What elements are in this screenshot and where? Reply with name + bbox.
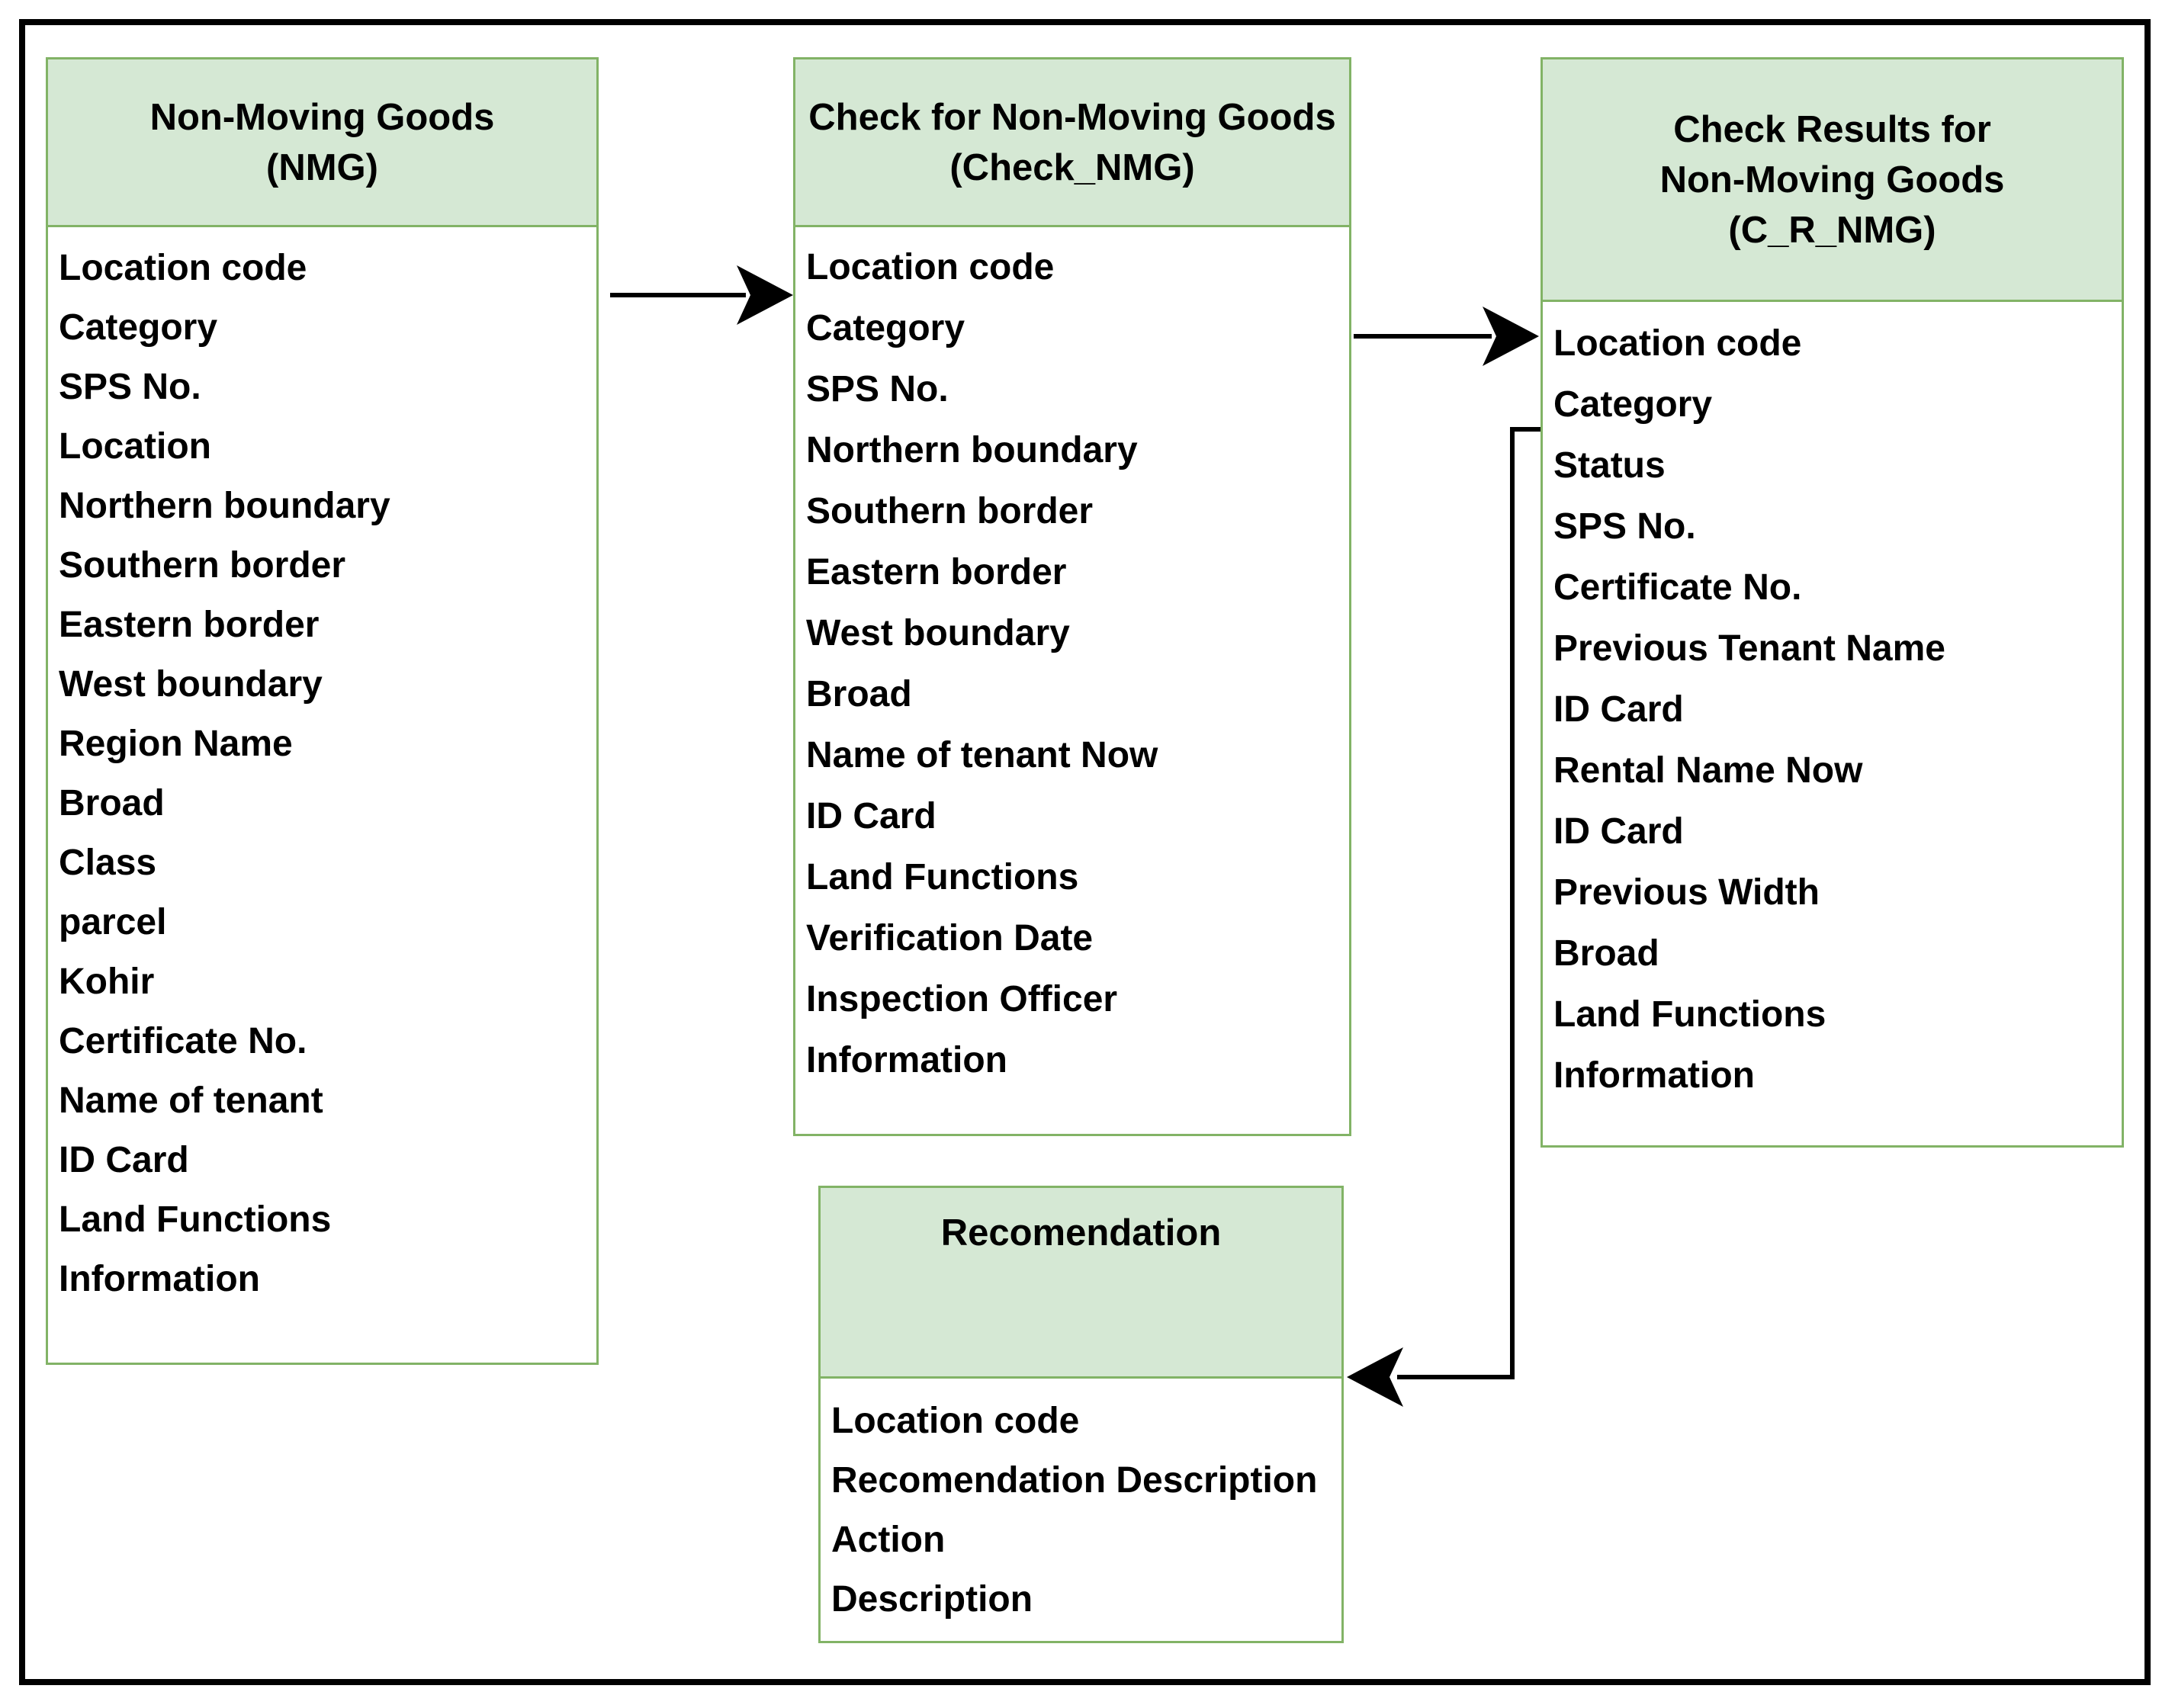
entity-check-nmg-header: Check for Non-Moving Goods (Check_NMG) [795, 59, 1349, 227]
field-row: Category [59, 307, 218, 348]
field-row: Certificate No. [1553, 567, 1802, 608]
field-row: Category [1553, 384, 1713, 425]
field-row: ID Card [59, 1139, 189, 1180]
entity-title-line: Recomendation [940, 1212, 1222, 1254]
field-row: Status [1553, 445, 1666, 486]
entity-title-line: (Check_NMG) [949, 146, 1195, 188]
entity-title-line: (C_R_NMG) [1728, 209, 1936, 251]
field-row: Land Functions [806, 856, 1079, 897]
entity-title-line: Check Results for [1673, 108, 1991, 150]
entity-title-line: Non-Moving Goods [149, 96, 495, 138]
field-row: SPS No. [1553, 506, 1696, 547]
field-row: Category [806, 307, 965, 348]
field-row: SPS No. [59, 366, 201, 407]
field-row: Name of tenant Now [806, 734, 1158, 775]
field-row: Action [831, 1519, 946, 1560]
field-row: ID Card [1553, 811, 1684, 852]
field-row: Broad [59, 782, 165, 824]
entity-title-line: Check for Non-Moving Goods [808, 96, 1336, 138]
field-row: Location code [831, 1400, 1080, 1441]
entity-title-line: Non-Moving Goods [1659, 159, 2005, 201]
field-row: Inspection Officer [806, 978, 1118, 1019]
field-row: Recomendation Description [831, 1459, 1318, 1501]
field-row: Northern boundary [59, 485, 390, 526]
field-row: Class [59, 842, 157, 883]
field-row: Broad [1553, 933, 1659, 974]
field-row: Information [806, 1039, 1007, 1080]
field-row: Information [59, 1258, 260, 1299]
field-row: Location code [806, 246, 1055, 287]
entity-recomendation-header: Recomendation [821, 1188, 1341, 1379]
entity-nmg-header: Non-Moving Goods (NMG) [48, 59, 596, 227]
field-row: Previous Width [1553, 872, 1820, 913]
entity-title-line: (NMG) [266, 146, 378, 188]
field-row: West boundary [806, 612, 1070, 653]
field-row: Rental Name Now [1553, 750, 1863, 791]
field-row: Broad [806, 673, 912, 714]
field-row: ID Card [1553, 689, 1684, 730]
field-row: Name of tenant [59, 1080, 323, 1121]
field-row: Information [1553, 1055, 1755, 1096]
field-row: Southern border [806, 490, 1094, 531]
field-row: SPS No. [806, 368, 949, 409]
field-row: Verification Date [806, 917, 1094, 958]
field-row: Location code [1553, 323, 1802, 364]
field-row: West boundary [59, 663, 323, 705]
field-row: Eastern border [806, 551, 1067, 592]
field-row: Certificate No. [59, 1020, 307, 1061]
field-row: Previous Tenant Name [1553, 628, 1945, 669]
field-row: Kohir [59, 961, 155, 1002]
field-row: Region Name [59, 723, 293, 764]
field-row: Eastern border [59, 604, 320, 645]
field-row: ID Card [806, 795, 937, 836]
field-row: Location [59, 425, 211, 467]
entity-check-nmg: Check for Non-Moving Goods (Check_NMG) Lo… [793, 57, 1351, 1136]
field-row: Northern boundary [806, 429, 1138, 470]
field-row: Description [831, 1578, 1033, 1620]
field-row: Location code [59, 247, 307, 288]
field-row: parcel [59, 901, 167, 942]
field-row: Southern border [59, 544, 346, 586]
field-row: Land Functions [1553, 994, 1826, 1035]
field-row: Land Functions [59, 1199, 332, 1240]
